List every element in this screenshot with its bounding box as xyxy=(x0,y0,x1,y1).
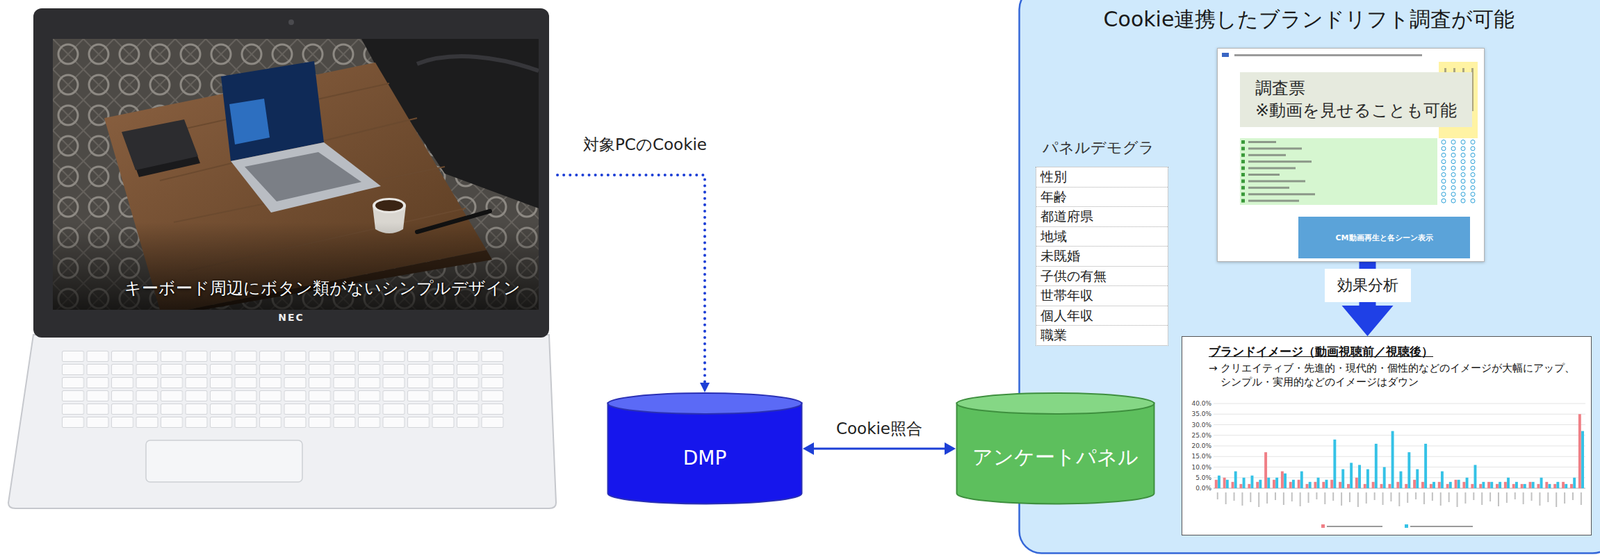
table-cell: 世帯年収 xyxy=(1036,286,1168,307)
axis-tick-label: 5.0% xyxy=(1183,474,1212,483)
play-button: CM動画再生と各シーン表示 xyxy=(1298,216,1471,259)
chart-summary: → クリエイティブ・先進的・現代的・個性的などのイメージが大幅にアップ、 シンプ… xyxy=(1208,362,1582,390)
panel-title: Cookie連携したブランドリフト調査が可能 xyxy=(1018,5,1600,35)
database-cylinder: アンケートパネル xyxy=(955,392,1156,506)
table-cell: 職業 xyxy=(1036,325,1168,346)
table-cell: 性別 xyxy=(1036,167,1168,188)
edge-label: Cookie照合 xyxy=(833,418,926,440)
axis-tick-label: 15.0% xyxy=(1183,452,1212,461)
arrowhead xyxy=(802,442,814,456)
screen-caption: キーボード周辺にボタン類がないシンプルデザイン xyxy=(124,277,521,300)
table-cell: 子供の有無 xyxy=(1036,266,1168,288)
edge-label: 対象PCのCookie xyxy=(580,134,710,156)
chart-title: ブランドイメージ（動画視聴前／視聴後） xyxy=(1208,344,1582,361)
edge-label: 効果分析 xyxy=(1324,268,1411,303)
axis-tick-label: 40.0% xyxy=(1183,399,1212,408)
table-cell: 年齢 xyxy=(1036,187,1168,208)
axis-tick-label: 20.0% xyxy=(1183,442,1212,451)
connector xyxy=(802,442,956,456)
survey-sheet: 調査票※動画を見せることも可能 CM動画再生と各シーン表示 xyxy=(1217,47,1485,263)
table-cell: 未既婚 xyxy=(1036,246,1168,267)
connector-line xyxy=(1359,262,1377,309)
callout-text: ※動画を見せることも可能 xyxy=(1255,99,1457,122)
arrowhead xyxy=(1342,305,1394,337)
laptop-illustration xyxy=(8,8,557,509)
chart-box: ブランドイメージ（動画視聴前／視聴後）→ クリエイティブ・先進的・現代的・個性的… xyxy=(1181,336,1592,536)
connector-line xyxy=(557,175,705,384)
demographics-table: パネルデモグラ性別年齢都道府県地域未既婚子供の有無世帯年収個人年収職業 xyxy=(1035,137,1169,347)
callout-text: 調査票 xyxy=(1255,77,1457,100)
database-cylinder: DMP xyxy=(606,392,803,506)
feature-panel: Cookie連携したブランドリフト調査が可能パネルデモグラ性別年齢都道府県地域未… xyxy=(1018,0,1600,555)
arrowhead xyxy=(699,382,710,393)
laptop-node: キーボード周辺にボタン類がないシンプルデザイン NEC xyxy=(8,8,558,509)
store-name: DMP xyxy=(683,446,728,470)
table-cell: 個人年収 xyxy=(1036,306,1168,327)
table-cell: 地域 xyxy=(1036,227,1168,248)
axis-tick-label: 25.0% xyxy=(1183,431,1212,440)
axis-tick-label: 10.0% xyxy=(1183,463,1212,472)
axis-tick-label: 0.0% xyxy=(1183,484,1212,493)
connector-line xyxy=(812,448,946,451)
brand-logo: NEC xyxy=(278,312,305,324)
axis-tick-label: 35.0% xyxy=(1183,410,1212,419)
connector xyxy=(557,175,710,393)
table-frame: 性別年齢都道府県地域未既婚子供の有無世帯年収個人年収職業 xyxy=(1035,166,1169,347)
table-cell: 都道府県 xyxy=(1036,207,1168,228)
arrowhead xyxy=(944,442,956,456)
store-name: アンケートパネル xyxy=(972,444,1139,472)
callout-box: 調査票※動画を見せることも可能 xyxy=(1239,72,1473,128)
axis-tick-label: 30.0% xyxy=(1183,421,1212,430)
connector xyxy=(1342,262,1394,337)
table-heading: パネルデモグラ xyxy=(1042,137,1169,159)
